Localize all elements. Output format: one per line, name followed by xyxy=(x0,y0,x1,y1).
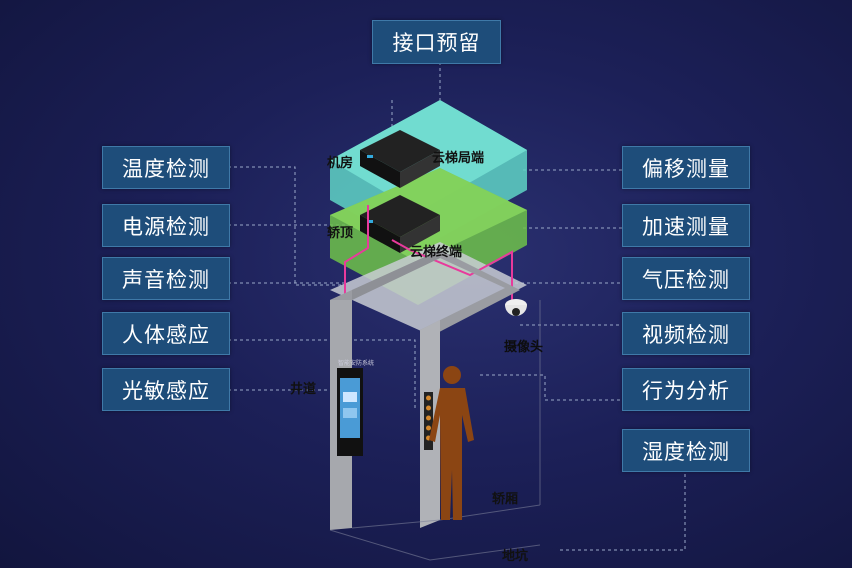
acceleration-measurement-label: 加速测量 xyxy=(622,204,750,247)
light-sensing-label: 光敏感应 xyxy=(102,368,230,411)
car-text: 轿厢 xyxy=(492,492,519,507)
humidity-detection-label: 湿度检测 xyxy=(622,429,750,472)
camera-text: 摄像头 xyxy=(504,340,544,355)
shaft-ceiling xyxy=(330,242,527,335)
pit-text: 地坑 xyxy=(502,549,529,564)
power-detection-label: 电源检测 xyxy=(102,204,230,247)
behavior-analysis-label: 行为分析 xyxy=(622,368,750,411)
cloud-terminal-device xyxy=(360,195,440,253)
car-top-text: 轿顶 xyxy=(327,226,354,241)
shaft-text: 井道 xyxy=(290,382,317,397)
button-panel xyxy=(424,392,433,450)
offset-measurement-label: 偏移测量 xyxy=(622,146,750,189)
video-detection-label: 视频检测 xyxy=(622,312,750,355)
cloud-box-text: 云梯局端 xyxy=(432,151,485,166)
machine-room-text: 机房 xyxy=(327,156,354,171)
cloud-box-device xyxy=(360,130,440,188)
air-pressure-detection-label: 气压检测 xyxy=(622,257,750,300)
temperature-detection-label: 温度检测 xyxy=(102,146,230,189)
interface-reserved-label: 接口预留 xyxy=(372,20,501,64)
cloud-terminal-text: 云梯终端 xyxy=(410,245,463,260)
sound-detection-label: 声音检测 xyxy=(102,257,230,300)
panel-text: 智能安防系统 xyxy=(338,360,375,367)
dome-camera xyxy=(505,299,527,316)
person-figure xyxy=(429,366,474,520)
human-sensing-label: 人体感应 xyxy=(102,312,230,355)
